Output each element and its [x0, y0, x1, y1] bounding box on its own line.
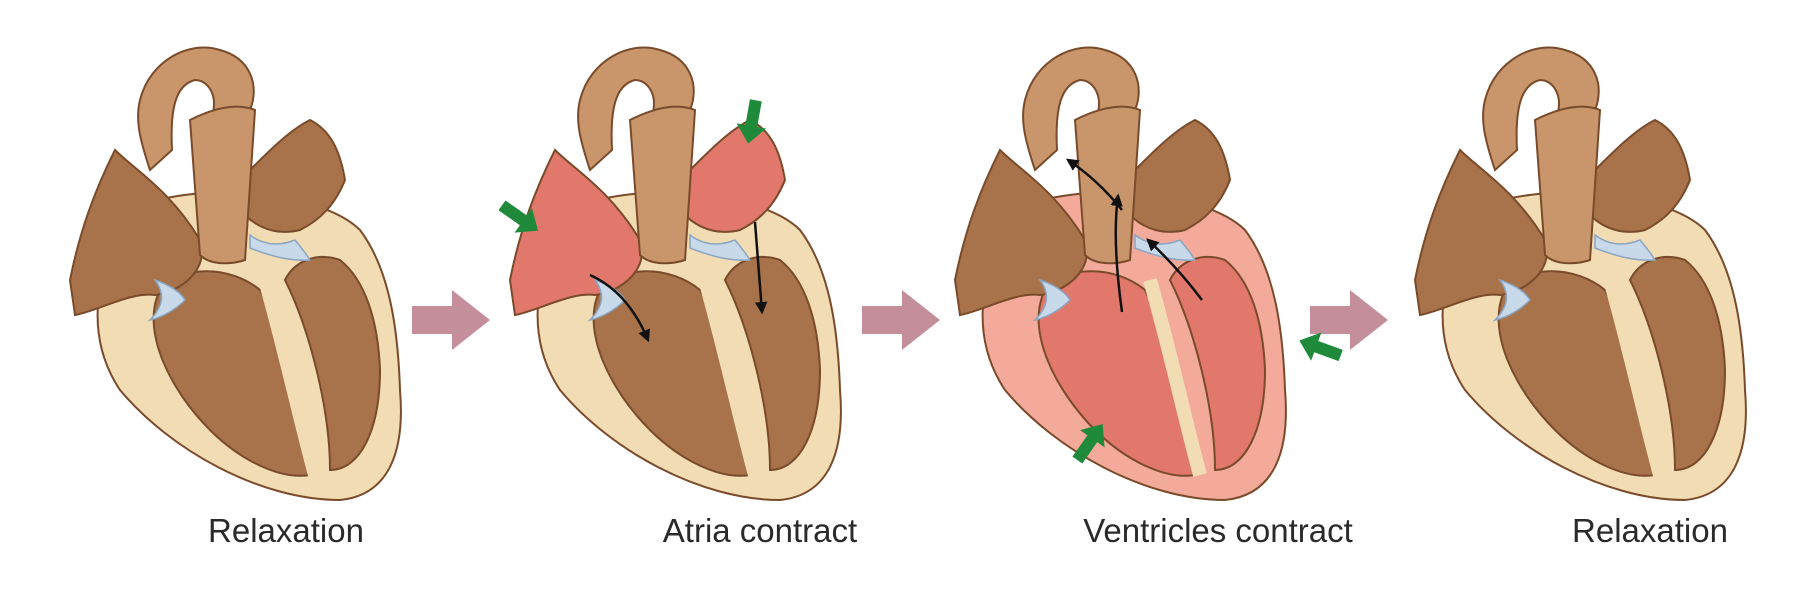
left-atrium: [1128, 118, 1232, 233]
flow-arrow-left-ventricle-out: [1146, 238, 1203, 301]
pulmonary-trunk: [188, 105, 257, 265]
tricuspid-valve: [147, 278, 186, 322]
septum: [698, 278, 762, 477]
right-atrium: [508, 148, 643, 317]
stage-arrow-1: [412, 290, 490, 350]
septum: [1603, 278, 1667, 477]
left-atrium: [1588, 118, 1692, 233]
stage-label-relaxation-1: Relaxation: [208, 512, 364, 549]
squeeze-arrow-left-atrium: [736, 99, 767, 144]
heart-relaxation-2: [1413, 46, 1747, 502]
heart-relaxation-1: [68, 46, 402, 502]
flow-arrow-right-av: [589, 273, 650, 343]
left-atrium: [243, 118, 347, 233]
left-atrium: [683, 118, 787, 233]
right-atrium: [953, 148, 1088, 317]
squeeze-arrow-ventricle-right: [1299, 332, 1343, 362]
left-ventricle: [1628, 255, 1727, 472]
septum: [1143, 278, 1207, 477]
mitral-valve: [1594, 233, 1657, 261]
left-ventricle: [283, 255, 382, 472]
right-atrium: [68, 148, 203, 317]
pulmonary-trunk: [1073, 105, 1142, 265]
pulmonary-trunk: [1533, 105, 1602, 265]
stage-label-relaxation-2: Relaxation: [1572, 512, 1728, 549]
heart-atria-contract: [508, 46, 842, 502]
left-ventricle: [723, 255, 822, 472]
right-atrium: [1413, 148, 1548, 317]
flow-arrow-left-av: [753, 221, 768, 315]
stage-arrow-2: [862, 290, 940, 350]
tricuspid-valve: [1032, 278, 1071, 322]
stage-label-atria-contract: Atria contract: [662, 512, 858, 549]
tricuspid-valve: [1492, 278, 1531, 322]
left-ventricle: [1168, 255, 1267, 472]
flow-arrow-aorta: [1065, 158, 1123, 211]
stage-arrow-3: [1310, 290, 1388, 350]
mitral-valve: [249, 233, 312, 261]
squeeze-arrow-ventricle-bottom: [1072, 423, 1105, 464]
mitral-valve: [689, 233, 752, 261]
squeeze-arrow-right-atrium: [498, 200, 539, 233]
pulmonary-trunk: [628, 105, 697, 265]
septum: [258, 278, 322, 477]
heart-ventricles-contract: [953, 46, 1287, 502]
stage-label-ventricles-contract: Ventricles contract: [1083, 512, 1353, 549]
